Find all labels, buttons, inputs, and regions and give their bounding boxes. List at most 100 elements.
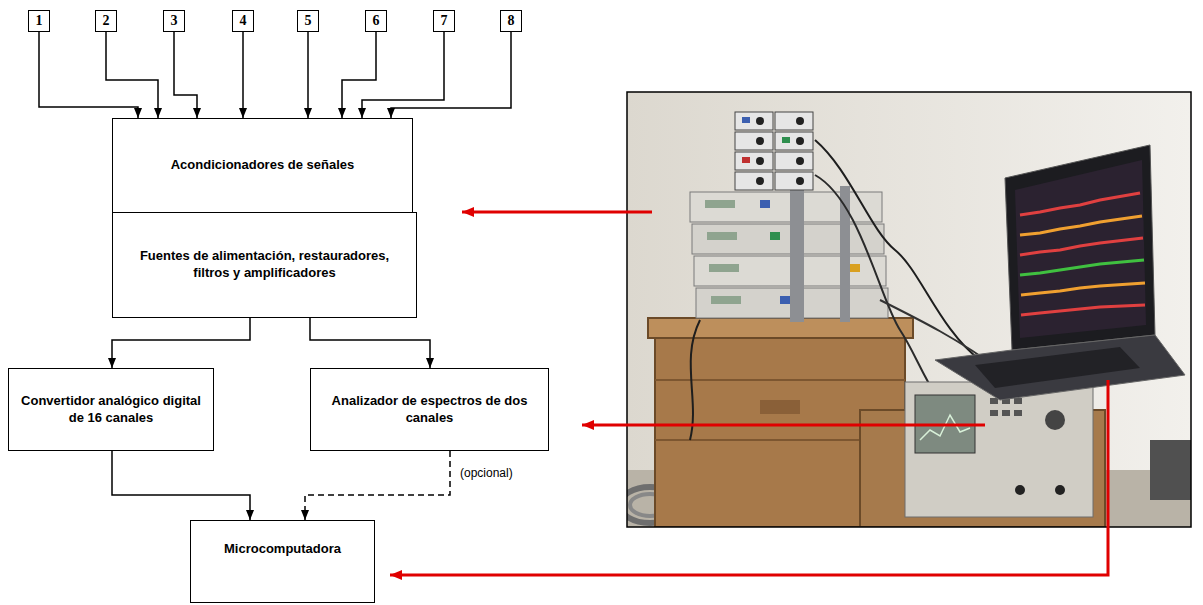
instrument-unit	[690, 192, 882, 222]
module-tag	[742, 157, 750, 163]
edge-label: (opcional)	[458, 466, 515, 480]
screen-trace	[1020, 193, 1140, 215]
laptop-screen	[1015, 160, 1146, 338]
signal-arrow	[342, 32, 376, 118]
signal-arrow	[112, 451, 250, 520]
signal-arrow	[391, 32, 511, 118]
callout-number: 8	[500, 10, 522, 32]
pointer-arrow	[582, 424, 985, 427]
laptop-lid	[1005, 145, 1155, 350]
module-tag	[742, 117, 750, 123]
module-knob	[756, 157, 764, 165]
wall	[627, 92, 1191, 527]
module-tag	[782, 137, 790, 143]
analyzer-case	[905, 382, 1093, 517]
callout-number: 1	[28, 10, 50, 32]
signal-arrow	[242, 32, 244, 118]
analyzer-button	[1014, 410, 1022, 416]
laptop-base	[935, 335, 1185, 400]
laptop	[935, 145, 1185, 400]
screen-trace	[1021, 283, 1145, 295]
module-knob	[756, 177, 764, 185]
module	[775, 152, 813, 170]
signal-arrow	[310, 318, 430, 368]
crate-handle	[760, 400, 800, 414]
analyzer-button	[990, 398, 998, 404]
module-knob	[796, 117, 804, 125]
instrument-unit	[692, 224, 884, 254]
callout-text: 1	[36, 14, 43, 28]
module	[735, 152, 773, 170]
process-box: Fuentes de alimentación, restauradores, …	[112, 212, 417, 318]
process-box: Convertidor analógico digital de 16 cana…	[8, 368, 214, 451]
unit-knob	[850, 264, 860, 272]
callout-text: 7	[441, 14, 448, 28]
module	[775, 132, 813, 150]
module-knob	[796, 157, 804, 165]
crate-lid	[648, 318, 913, 338]
pointer-arrow	[462, 211, 652, 214]
analyzer-button	[1002, 410, 1010, 416]
unit-display	[709, 264, 739, 272]
module	[775, 172, 813, 190]
unit-display	[711, 296, 741, 304]
box-label: Acondicionadores de señales	[163, 157, 363, 174]
unit-knob	[780, 296, 790, 304]
callout-text: 2	[103, 14, 110, 28]
box-label: Fuentes de alimentación, restauradores, …	[113, 248, 416, 282]
callout-text: 5	[305, 14, 312, 28]
callout-number: 3	[163, 10, 185, 32]
analyzer-button	[990, 410, 998, 416]
signal-arrow	[39, 32, 138, 118]
signal-arrow	[307, 32, 309, 118]
module-knob	[756, 137, 764, 145]
signal-arrow	[112, 318, 250, 368]
device	[1150, 440, 1191, 500]
crate-slat	[655, 379, 905, 381]
callout-text: 4	[240, 14, 247, 28]
cable	[690, 320, 700, 440]
signal-modules	[735, 112, 813, 190]
equipment-stack	[690, 186, 888, 322]
callout-number: 4	[232, 10, 254, 32]
process-box: Microcomputadora	[190, 520, 375, 603]
analyzer-trace	[920, 415, 970, 440]
box-label: Analizador de espectros de dos canales	[311, 393, 548, 427]
process-box: Acondicionadores de señales	[112, 118, 413, 213]
analyzer-button	[1014, 398, 1022, 404]
module	[775, 112, 813, 130]
analyzer-dial	[1045, 410, 1065, 430]
unit-knob	[760, 200, 770, 208]
laptop-keyboard	[975, 347, 1140, 388]
callout-text: 3	[171, 14, 178, 28]
unit-display	[705, 200, 735, 208]
screen-trace	[1020, 260, 1144, 275]
photo-frame	[627, 92, 1191, 527]
box-label: Convertidor analógico digital de 16 cana…	[9, 393, 213, 427]
signal-arrow	[174, 32, 197, 118]
analyzer-connector	[1015, 485, 1025, 495]
callout-text: 6	[373, 14, 380, 28]
module-knob	[756, 117, 764, 125]
callout-number: 5	[297, 10, 319, 32]
module-knob	[796, 137, 804, 145]
screen-trace	[1020, 216, 1142, 235]
callout-text: 8	[508, 14, 515, 28]
box-label: Microcomputadora	[216, 541, 349, 558]
unit-display	[707, 232, 737, 240]
signal-arrow	[106, 32, 158, 118]
module	[735, 132, 773, 150]
screen-trace	[1021, 305, 1145, 315]
spectrum-analyzer	[905, 382, 1093, 517]
dashed-arrow	[305, 451, 450, 520]
signal-arrow	[362, 32, 444, 118]
callout-number: 7	[433, 10, 455, 32]
photo-scene	[627, 92, 1191, 527]
screen-trace	[1020, 238, 1143, 255]
callout-number: 2	[95, 10, 117, 32]
unit-knob	[770, 232, 780, 240]
process-box: Analizador de espectros de dos canales	[310, 368, 549, 451]
module	[735, 112, 773, 130]
module	[735, 172, 773, 190]
